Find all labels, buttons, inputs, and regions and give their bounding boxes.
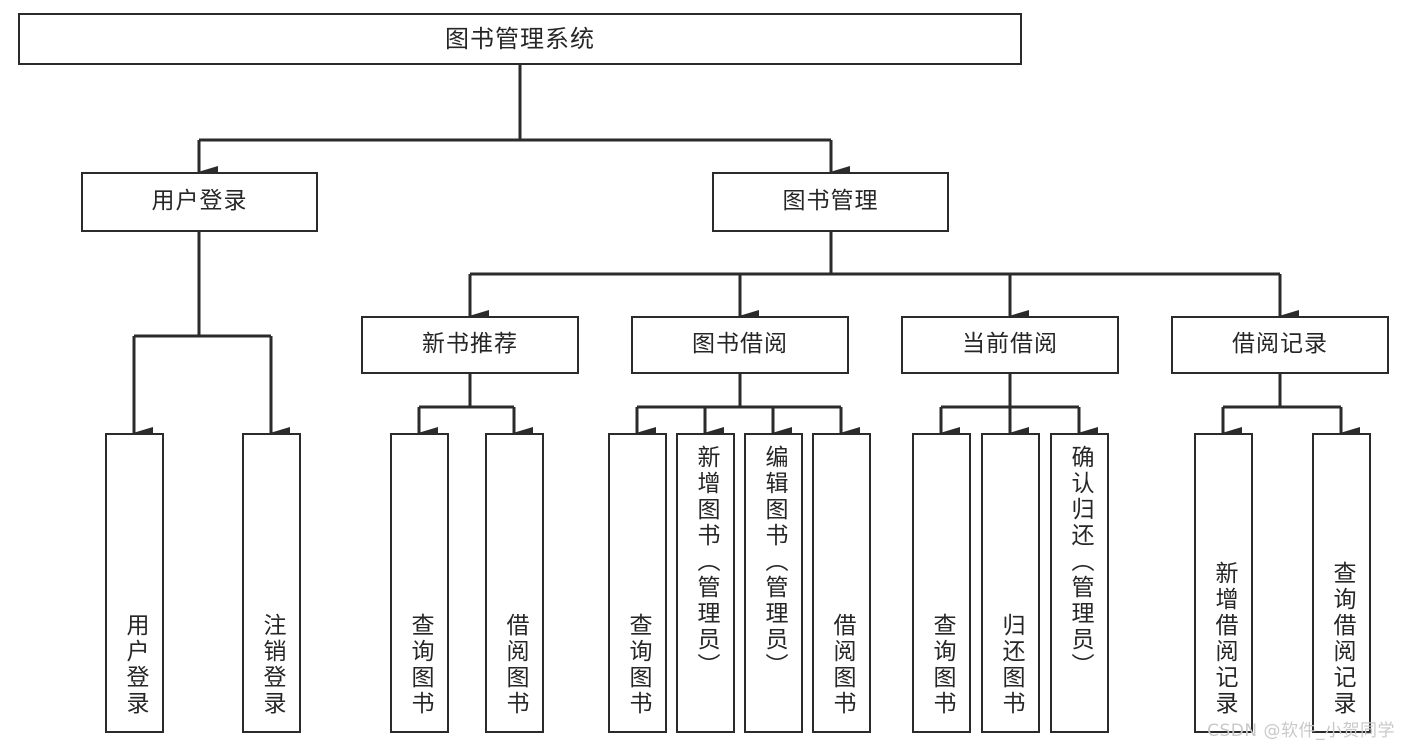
leaf-borrow-query[interactable]: 查询图书	[608, 433, 667, 733]
leaf-records-query-label: 查询借阅记录	[1329, 561, 1355, 717]
leaf-current-query[interactable]: 查询图书	[912, 433, 971, 733]
leaf-current-query-label: 查询图书	[929, 613, 955, 717]
leaf-current-return-label: 归还图书	[998, 613, 1024, 717]
leaf-new-book-query[interactable]: 查询图书	[390, 433, 449, 733]
leaf-current-return[interactable]: 归还图书	[981, 433, 1040, 733]
leaf-borrow-edit-book[interactable]: 编辑图书（管理员）	[744, 433, 803, 733]
node-root-label: 图书管理系统	[445, 24, 595, 53]
leaf-borrow-add-book-label: 新增图书（管理员）	[693, 445, 719, 679]
node-new-book-recommend-label: 新书推荐	[422, 331, 518, 358]
leaf-borrow-add-book[interactable]: 新增图书（管理员）	[676, 433, 735, 733]
leaf-records-add[interactable]: 新增借阅记录	[1194, 433, 1253, 733]
leaf-user-login-signout[interactable]: 注销登录	[242, 433, 301, 733]
node-root[interactable]: 图书管理系统	[18, 13, 1022, 65]
leaf-user-login-signin[interactable]: 用户登录	[105, 433, 164, 733]
leaf-user-login-signout-label: 注销登录	[259, 613, 285, 717]
node-borrow-records-label: 借阅记录	[1232, 331, 1328, 358]
node-new-book-recommend[interactable]: 新书推荐	[361, 316, 579, 374]
leaf-borrow-borrow-book[interactable]: 借阅图书	[812, 433, 871, 733]
leaf-borrow-borrow-book-label: 借阅图书	[829, 613, 855, 717]
node-book-management[interactable]: 图书管理	[712, 172, 949, 232]
leaf-records-query[interactable]: 查询借阅记录	[1312, 433, 1371, 733]
node-book-borrow-label: 图书借阅	[692, 331, 788, 358]
leaf-records-add-label: 新增借阅记录	[1211, 561, 1237, 717]
node-borrow-records[interactable]: 借阅记录	[1171, 316, 1389, 374]
node-current-borrow-label: 当前借阅	[962, 331, 1058, 358]
leaf-new-book-borrow[interactable]: 借阅图书	[485, 433, 544, 733]
node-current-borrow[interactable]: 当前借阅	[901, 316, 1119, 374]
leaf-current-confirm-return-label: 确认归还（管理员）	[1067, 445, 1093, 679]
leaf-borrow-query-label: 查询图书	[625, 613, 651, 717]
node-book-management-label: 图书管理	[782, 188, 879, 215]
leaf-current-confirm-return[interactable]: 确认归还（管理员）	[1050, 433, 1109, 733]
leaf-new-book-query-label: 查询图书	[407, 613, 433, 717]
node-user-login-label: 用户登录	[151, 188, 248, 215]
leaf-borrow-edit-book-label: 编辑图书（管理员）	[761, 445, 787, 679]
watermark: CSDN @软件_小贺同学	[1207, 721, 1395, 741]
node-book-borrow[interactable]: 图书借阅	[631, 316, 849, 374]
node-user-login[interactable]: 用户登录	[81, 172, 318, 232]
leaf-user-login-signin-label: 用户登录	[122, 613, 148, 717]
leaf-new-book-borrow-label: 借阅图书	[502, 613, 528, 717]
